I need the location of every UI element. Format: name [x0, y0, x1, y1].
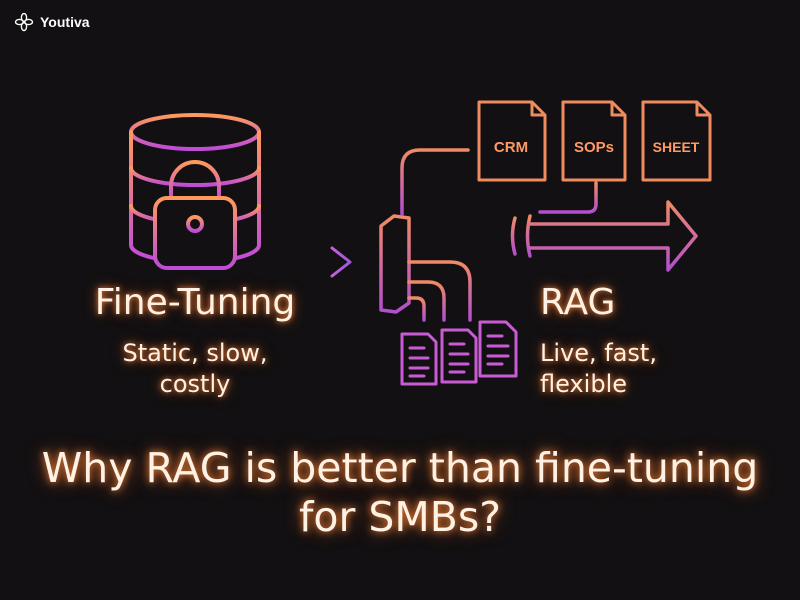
rag-subtitle: Live, fast, flexible [540, 338, 657, 400]
headline-line2: for SMBs? [298, 493, 502, 541]
output-documents-icon [400, 320, 518, 386]
headline: Why RAG is better than fine-tuning for S… [20, 444, 780, 542]
brand-name: Youtiva [40, 14, 90, 30]
rag-subtitle-line1: Live, fast, [540, 339, 657, 367]
fine-tuning-title: Fine-Tuning [94, 282, 296, 323]
fine-tuning-subtitle-line1: Static, slow, [122, 339, 268, 367]
source-label-sops: SOPs [574, 139, 614, 156]
brand-logo: Youtiva [14, 12, 90, 32]
rag-subtitle-line2: flexible [540, 370, 627, 398]
flower-logo-icon [14, 12, 34, 32]
source-document-sheet [641, 100, 712, 182]
headline-line1: Why RAG is better than fine-tuning [41, 444, 759, 492]
pipeline-arrow-icon [379, 148, 698, 322]
source-document-sops [561, 100, 627, 182]
rag-title: RAG [540, 282, 616, 323]
fine-tuning-subtitle: Static, slow, costly [95, 338, 295, 400]
transition-arrow-icon [310, 246, 352, 278]
source-label-crm: CRM [494, 139, 528, 156]
source-label-sheet: SHEET [653, 139, 700, 155]
source-document-crm [477, 100, 547, 182]
fine-tuning-subtitle-line2: costly [159, 370, 231, 398]
locked-database-icon [129, 113, 261, 270]
